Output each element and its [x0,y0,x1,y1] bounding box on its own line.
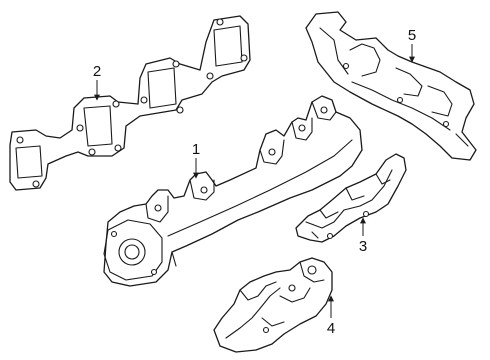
callout-1: 1 [192,141,200,158]
outlet-heat-shield [213,257,333,353]
callout-4: 4 [327,320,335,337]
callout-2: 2 [93,63,101,80]
lower-heat-shield [295,153,407,243]
manifold-gasket [9,15,251,191]
upper-heat-shield [305,11,477,161]
callout-5: 5 [408,27,416,44]
callout-3: 3 [359,238,367,255]
exhaust-manifold [103,95,363,287]
